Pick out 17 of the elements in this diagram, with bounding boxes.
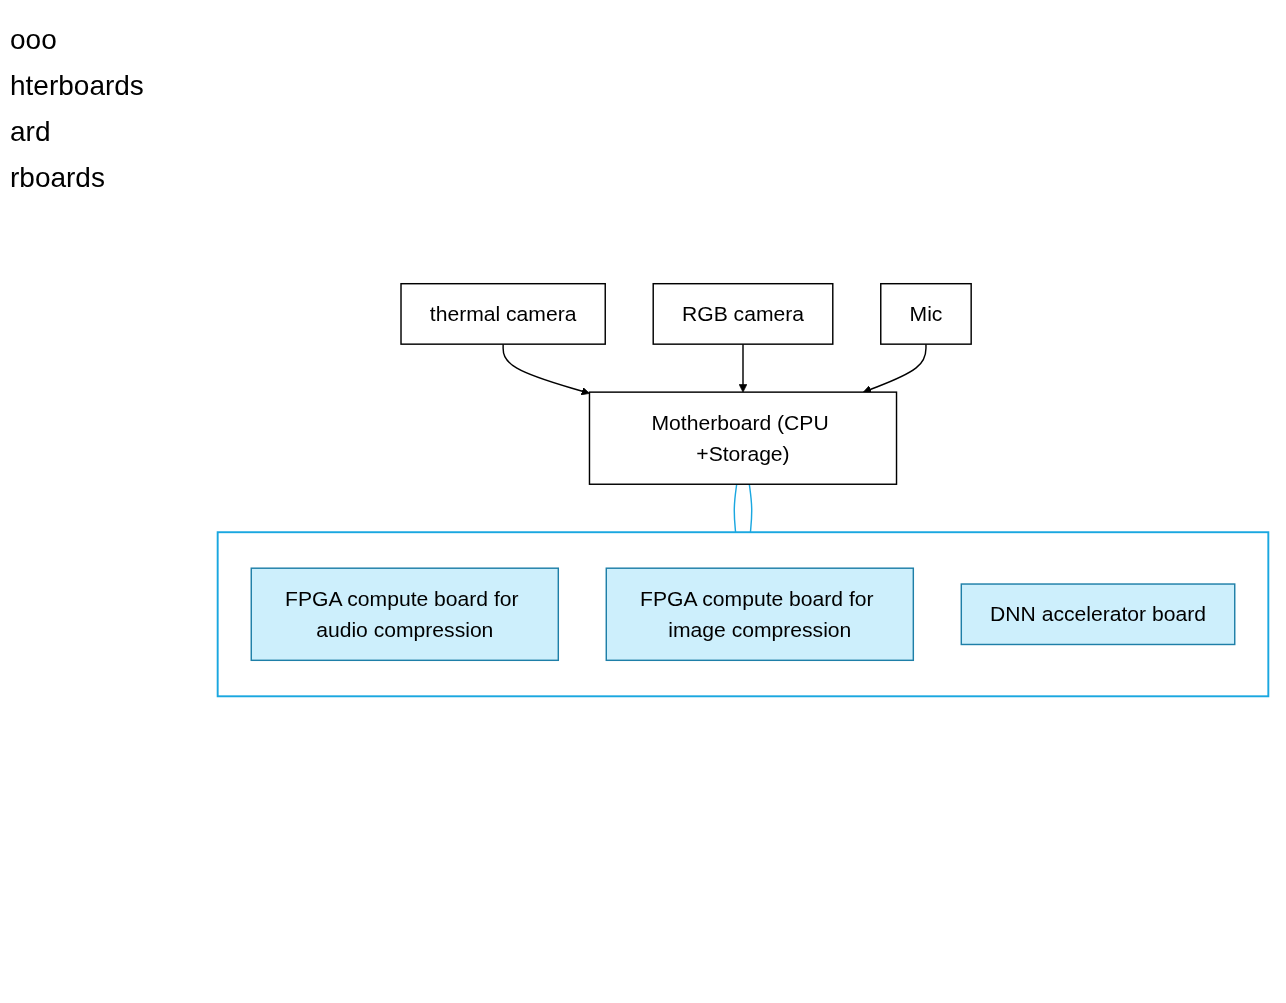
node-box: Motherboard (CPU +Storage) <box>588 391 898 485</box>
arrow <box>502 343 590 396</box>
node-box: FPGA compute board for audio compression <box>250 567 559 662</box>
cluster <box>216 531 1270 698</box>
node-box: Mic <box>880 283 972 345</box>
node-box: thermal camera <box>400 283 606 345</box>
note-text: hterboards <box>10 70 145 102</box>
note-text: ard <box>10 116 52 148</box>
node-box: DNN accelerator board <box>960 583 1236 646</box>
node-box: RGB camera <box>652 283 834 345</box>
arrow <box>738 343 748 393</box>
connector <box>748 483 753 533</box>
arrow <box>862 343 927 394</box>
note-text: ooo <box>10 24 58 56</box>
connector <box>733 483 738 533</box>
note-text: rboards <box>10 162 106 194</box>
node-box: FPGA compute board for image compression <box>605 567 915 662</box>
